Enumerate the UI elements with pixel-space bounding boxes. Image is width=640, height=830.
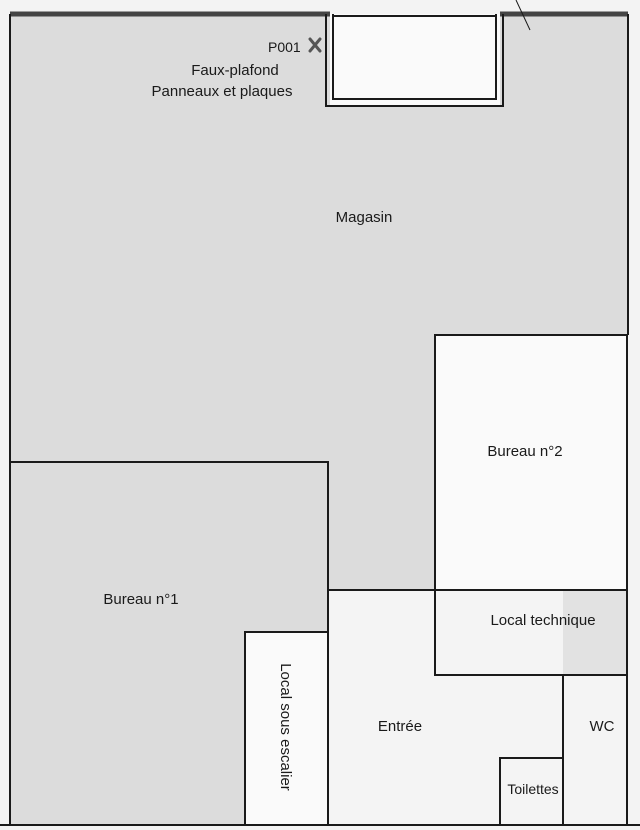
marker-label: P001 [268,39,301,55]
toilettes-label: Toilettes [507,781,558,797]
local-technique-wall [434,589,628,676]
alcove-floor [330,14,500,106]
cross-marker-icon [308,37,322,53]
wc-wall [562,674,628,825]
local-technique-label: Local technique [490,612,595,629]
wc-floor [563,675,627,824]
toilettes-wall [499,757,564,826]
faux-plafond-label: Faux-plafond [191,62,279,79]
alcove-wall-inner [332,14,497,100]
panneaux-label: Panneaux et plaques [152,83,293,100]
entree-label: Entrée [378,718,422,735]
bureau2-floor [435,335,627,590]
bureau1-label: Bureau n°1 [103,591,178,608]
wc-label: WC [590,718,615,735]
entree-floor [328,590,563,824]
bureau2-label: Bureau n°2 [487,443,562,460]
magasin-label: Magasin [336,209,393,226]
local-sous-escalier-floor [245,632,328,824]
local-sous-escalier-label: Local sous escalier [277,663,294,791]
leader-line [515,0,531,31]
local-sous-escalier-wall [244,631,329,826]
alcove-wall-outer [325,14,504,107]
